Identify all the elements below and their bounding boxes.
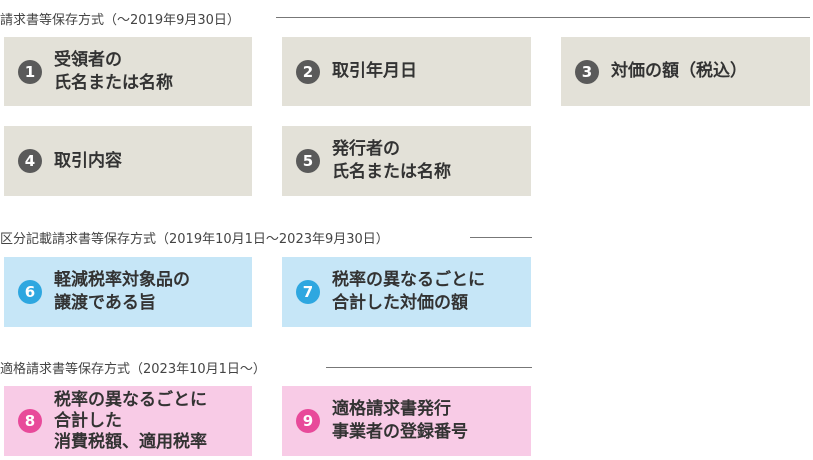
item-label-8-line-2: 合計した xyxy=(54,410,122,431)
number-badge-9: 9 xyxy=(296,409,320,433)
item-label-2-line-1: 取引年月日 xyxy=(332,61,417,81)
section-title-2: 区分記載請求書等保存方式（2019年10月1日～2023年9月30日） xyxy=(0,232,389,247)
section-rule-2 xyxy=(470,237,532,238)
item-box-9: 9 適格請求書発行 事業者の登録番号 xyxy=(282,386,531,456)
item-label-8: 税率の異なるごとに 合計した 消費税額、適用税率 xyxy=(54,390,207,453)
item-label-6: 軽減税率対象品の 譲渡である旨 xyxy=(54,269,190,315)
item-label-9-line-2: 事業者の登録番号 xyxy=(332,422,468,442)
section-rule-1 xyxy=(276,17,810,18)
item-label-7-line-1: 税率の異なるごとに xyxy=(332,270,485,290)
item-box-7: 7 税率の異なるごとに 合計した対価の額 xyxy=(282,257,531,327)
item-label-9: 適格請求書発行 事業者の登録番号 xyxy=(332,398,468,444)
item-box-1: 1 受領者の 氏名または名称 xyxy=(4,37,252,106)
item-box-4: 4 取引内容 xyxy=(4,126,252,196)
item-label-1: 受領者の 氏名または名称 xyxy=(54,49,173,95)
number-badge-2: 2 xyxy=(296,59,320,84)
item-label-4: 取引内容 xyxy=(54,150,122,173)
number-badge-1: 1 xyxy=(18,59,42,84)
item-label-7-line-2: 合計した対価の額 xyxy=(332,293,468,313)
item-label-5: 発行者の 氏名または名称 xyxy=(332,138,451,184)
number-badge-5: 5 xyxy=(296,149,320,173)
item-label-7: 税率の異なるごとに 合計した対価の額 xyxy=(332,269,485,315)
item-label-5-line-2: 氏名または名称 xyxy=(332,162,451,182)
item-label-6-line-1: 軽減税率対象品の xyxy=(54,270,190,290)
item-label-4-line-1: 取引内容 xyxy=(54,150,122,171)
item-box-5: 5 発行者の 氏名または名称 xyxy=(282,126,531,196)
item-label-8-line-3: 消費税額、適用税率 xyxy=(54,431,207,452)
item-label-1-line-1: 受領者の xyxy=(54,49,122,70)
number-badge-3: 3 xyxy=(575,59,599,84)
item-label-6-line-2: 譲渡である旨 xyxy=(54,293,156,313)
item-label-8-line-1: 税率の異なるごとに xyxy=(54,389,207,410)
item-label-3-line-1: 対価の額（税込） xyxy=(611,61,747,81)
item-label-2: 取引年月日 xyxy=(332,60,417,83)
number-badge-7: 7 xyxy=(296,280,320,304)
section-title-3: 適格請求書等保存方式（2023年10月1日～） xyxy=(0,362,266,377)
number-badge-8: 8 xyxy=(18,409,42,433)
item-label-9-line-1: 適格請求書発行 xyxy=(332,399,451,419)
section-rule-3 xyxy=(326,367,532,368)
number-badge-4: 4 xyxy=(18,149,42,173)
section-title-1: 請求書等保存方式（～2019年9月30日） xyxy=(0,13,240,28)
item-label-3: 対価の額（税込） xyxy=(611,60,747,83)
number-badge-6: 6 xyxy=(18,280,42,304)
item-label-5-line-1: 発行者の xyxy=(332,139,400,159)
item-label-1-line-2: 氏名または名称 xyxy=(54,72,173,93)
item-box-6: 6 軽減税率対象品の 譲渡である旨 xyxy=(4,257,252,327)
item-box-8: 8 税率の異なるごとに 合計した 消費税額、適用税率 xyxy=(4,386,252,456)
item-box-2: 2 取引年月日 xyxy=(282,37,531,106)
item-box-3: 3 対価の額（税込） xyxy=(561,37,810,106)
